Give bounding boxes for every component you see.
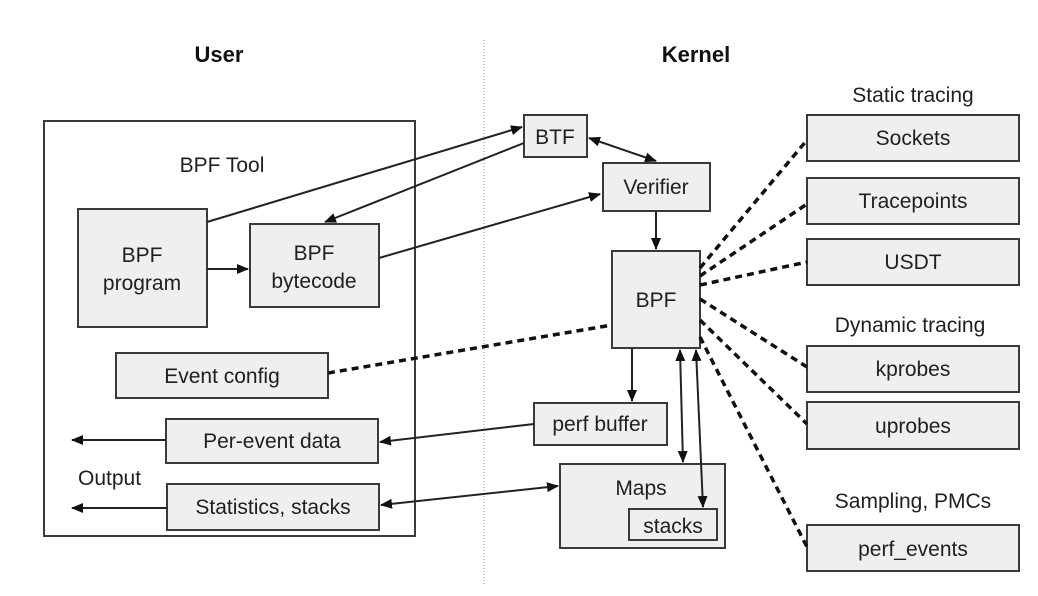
- bpf-to-tracepoints-link: [699, 202, 808, 278]
- verifier-label: Verifier: [623, 176, 688, 199]
- maps-box: Maps stacks: [559, 463, 726, 549]
- kprobes-label: kprobes: [876, 358, 951, 381]
- maps-stacks-label: stacks: [643, 515, 703, 538]
- bpf-bytecode-box: BPF bytecode: [249, 223, 380, 308]
- bpf-kernel-label: BPF: [636, 289, 677, 312]
- bpf-kernel-box: BPF: [611, 250, 701, 349]
- sockets-label: Sockets: [876, 127, 951, 150]
- maps-label: Maps: [615, 477, 666, 500]
- kernel-header: Kernel: [662, 42, 730, 67]
- bpf-to-usdt-link: [699, 260, 808, 287]
- bpf-bytecode-label-2: bytecode: [271, 270, 356, 293]
- perf-buffer-to-per-event-arrow: [379, 423, 535, 446]
- bpf-to-sockets-link: [698, 138, 809, 270]
- tracepoints-box: Tracepoints: [806, 177, 1020, 225]
- bytecode-to-verifier-arrow: [378, 192, 601, 259]
- btf-verifier-arrow: [588, 136, 657, 163]
- bpf-program-label-2: program: [103, 272, 181, 295]
- static-tracing-title: Static tracing: [852, 84, 973, 107]
- kprobes-box: kprobes: [806, 345, 1020, 393]
- output-label: Output: [78, 467, 141, 490]
- per-event-data-box: Per-event data: [165, 418, 379, 464]
- perf-buffer-box: perf buffer: [533, 402, 668, 446]
- bpf-program-label-1: BPF: [122, 244, 163, 267]
- bpf-tool-container: [43, 120, 416, 537]
- uprobes-box: uprobes: [806, 401, 1020, 450]
- sockets-box: Sockets: [806, 114, 1020, 162]
- bpf-program-box: BPF program: [77, 208, 208, 328]
- bpf-maps-arrow: [675, 349, 688, 463]
- statistics-stacks-label: Statistics, stacks: [195, 496, 350, 519]
- btf-box: BTF: [523, 114, 588, 158]
- event-config-label: Event config: [164, 365, 280, 388]
- uprobes-label: uprobes: [875, 415, 951, 438]
- user-header: User: [195, 42, 244, 67]
- stats-maps-arrow: [380, 482, 559, 509]
- dynamic-tracing-title: Dynamic tracing: [835, 314, 986, 337]
- usdt-label: USDT: [884, 251, 941, 274]
- program-to-btf-arrow: [206, 125, 523, 223]
- bpf-to-perf-events-link: [698, 336, 809, 548]
- event-config-box: Event config: [115, 352, 329, 399]
- perf-events-label: perf_events: [858, 538, 968, 561]
- event-config-to-bpf-link: [327, 323, 613, 375]
- usdt-box: USDT: [806, 238, 1020, 286]
- bpf-to-kprobes-link: [699, 297, 808, 369]
- perf-events-box: perf_events: [806, 524, 1020, 572]
- perf-buffer-label: perf buffer: [552, 413, 647, 436]
- bpf-to-uprobes-link: [698, 318, 809, 426]
- statistics-stacks-box: Statistics, stacks: [166, 483, 380, 531]
- btf-label: BTF: [535, 126, 575, 149]
- bpf-tool-title: BPF Tool: [180, 154, 265, 177]
- sampling-title: Sampling, PMCs: [835, 490, 991, 513]
- bpf-bytecode-label-1: BPF: [294, 242, 335, 265]
- maps-stacks-box: [628, 508, 718, 541]
- verifier-box: Verifier: [602, 162, 711, 212]
- bpf-stacks-arrow: [691, 349, 708, 508]
- btf-to-bytecode-arrow: [324, 142, 525, 223]
- tracepoints-label: Tracepoints: [859, 190, 968, 213]
- per-event-data-label: Per-event data: [203, 430, 341, 453]
